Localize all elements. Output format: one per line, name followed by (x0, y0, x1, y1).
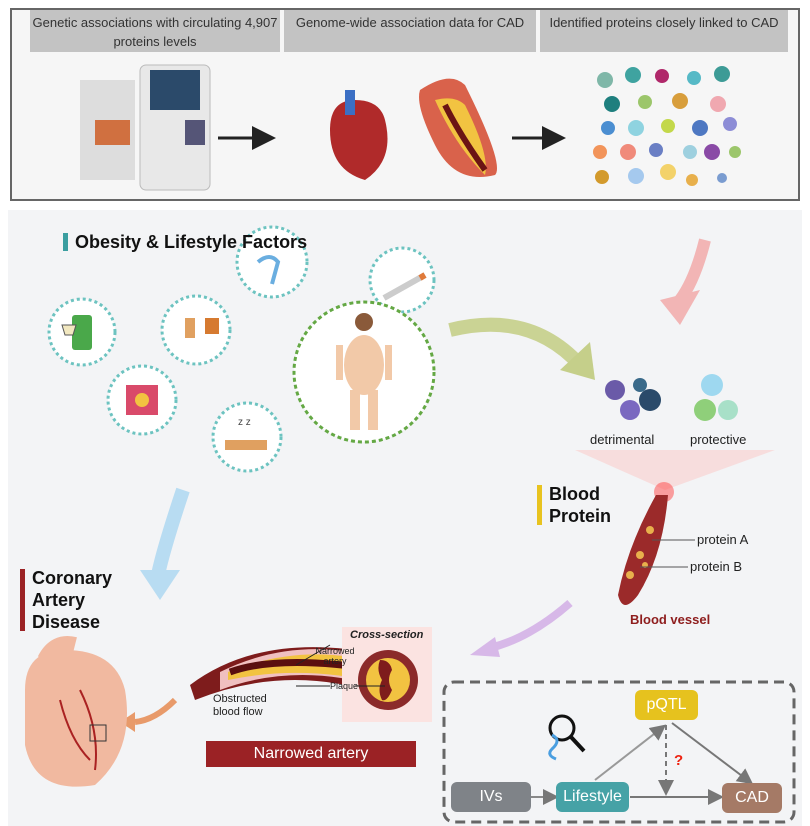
human-body-icon (336, 313, 392, 430)
narrowed-artery-banner: Narrowed artery (206, 741, 416, 767)
protective-proteins-icon (694, 374, 738, 421)
dna-search-icon (548, 714, 586, 761)
cad-node: CAD (722, 783, 782, 813)
detrimental-proteins-icon (605, 378, 661, 420)
blood-protein-section-title: Blood Protein (537, 483, 617, 527)
header-cell-gwas: Genome-wide association data for CAD (284, 10, 536, 52)
proteomics-machine-icon (80, 64, 211, 191)
arrow-icon (120, 712, 135, 732)
mr-diagram-box (442, 680, 796, 824)
proteins-cluster-icon (593, 66, 741, 186)
arrow-icon (470, 637, 500, 657)
arrow-icon (140, 570, 180, 600)
cad-section-title: Coronary Artery Disease (20, 567, 120, 633)
lifestyle-section-title: Obesity & Lifestyle Factors (63, 231, 307, 253)
plaque-label: Plaque (330, 681, 359, 691)
heart-icon (25, 636, 127, 787)
narrowed-artery-label: Narrowed artery (315, 646, 355, 666)
cross-section-label: Cross-section (350, 629, 424, 641)
ivs-node: IVs (451, 782, 531, 812)
header-cell-genetic: Genetic associations with circulating 4,… (30, 10, 280, 52)
arrow-icon (660, 290, 700, 325)
header-cell-proteins: Identified proteins closely linked to CA… (540, 10, 788, 52)
pqtl-node: pQTL (635, 690, 698, 720)
sleep-icon (211, 401, 283, 473)
question-mark: ? (674, 752, 684, 769)
obstructed-flow-label: Obstructed blood flow (213, 693, 267, 718)
detrimental-label: detrimental (590, 432, 655, 447)
protein-b-label: protein B (690, 559, 743, 574)
arrow-icon (560, 342, 595, 380)
lifestyle-node: Lifestyle (556, 782, 629, 812)
svg-text:z z: z z (238, 417, 251, 428)
blood-vessel-label: Blood vessel (630, 612, 711, 627)
protein-a-label: protein A (697, 532, 749, 547)
cross-section-icon (358, 650, 418, 710)
sedentary-icon (160, 294, 232, 366)
protective-label: protective (690, 432, 747, 447)
exercise-icon (235, 225, 309, 299)
blood-vessel-icon (618, 482, 674, 605)
heart-artery-icon (330, 78, 497, 180)
